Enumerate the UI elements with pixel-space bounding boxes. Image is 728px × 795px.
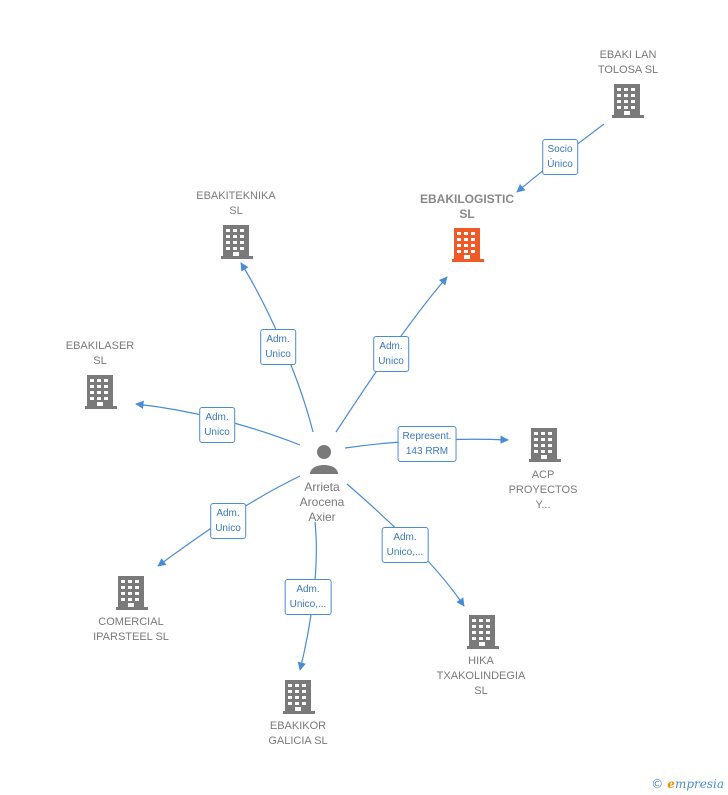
edge-label-adm-ebakilaser: Adm. Unico [199, 407, 235, 443]
building-icon-ebakiteknika[interactable] [221, 225, 253, 264]
edge-label-adm-comercial: Adm. Unico [210, 503, 246, 539]
node-label-ebakiteknika[interactable]: EBAKITEKNIKA SL [196, 190, 276, 217]
edge-label-adm-ebakilogistic: Adm. Unico [373, 336, 409, 372]
node-label-ebakikor[interactable]: EBAKIKOR GALICIA SL [268, 720, 328, 747]
edge-label-adm-ebakiteknika: Adm. Unico [260, 329, 296, 365]
node-label-ebakilogistic[interactable]: EBAKILOGISTIC SL [419, 192, 514, 221]
footer-brand: ©empresia [651, 777, 724, 791]
edge-label-adm-hika: Adm. Unico,... [381, 527, 429, 563]
person-label[interactable]: Arrieta Arocena Axier [299, 480, 345, 524]
node-label-acp[interactable]: ACP PROYECTOS Y... [508, 469, 578, 511]
building-icon-ebakikor[interactable] [283, 680, 315, 719]
brand-initial: e [667, 777, 675, 791]
node-label-ebakilan[interactable]: EBAKI LAN TOLOSA SL [597, 49, 659, 76]
building-icon-ebakilan[interactable] [612, 84, 644, 123]
building-icon-hika[interactable] [467, 615, 499, 654]
copyright-icon: © [651, 777, 664, 791]
node-label-hika[interactable]: HIKA TXAKOLINDEGIA SL [436, 655, 526, 697]
edge-label-represent: Represent. 143 RRM [397, 426, 457, 462]
node-label-ebakilaser[interactable]: EBAKILASER SL [65, 340, 135, 367]
building-icon-ebakilogistic[interactable] [452, 228, 484, 267]
building-icon-comercial[interactable] [116, 576, 148, 615]
edge-label-socio-unico: Socio Único [542, 139, 578, 175]
brand-name: mpresia [674, 777, 724, 791]
person-icon[interactable] [310, 445, 338, 474]
building-icon-acp[interactable] [529, 428, 561, 467]
building-icon-ebakilaser[interactable] [85, 375, 117, 414]
edge-label-adm-ebakikor: Adm. Unico,... [284, 579, 332, 615]
node-label-comercial[interactable]: COMERCIAL IPARSTEEL SL [93, 616, 169, 643]
